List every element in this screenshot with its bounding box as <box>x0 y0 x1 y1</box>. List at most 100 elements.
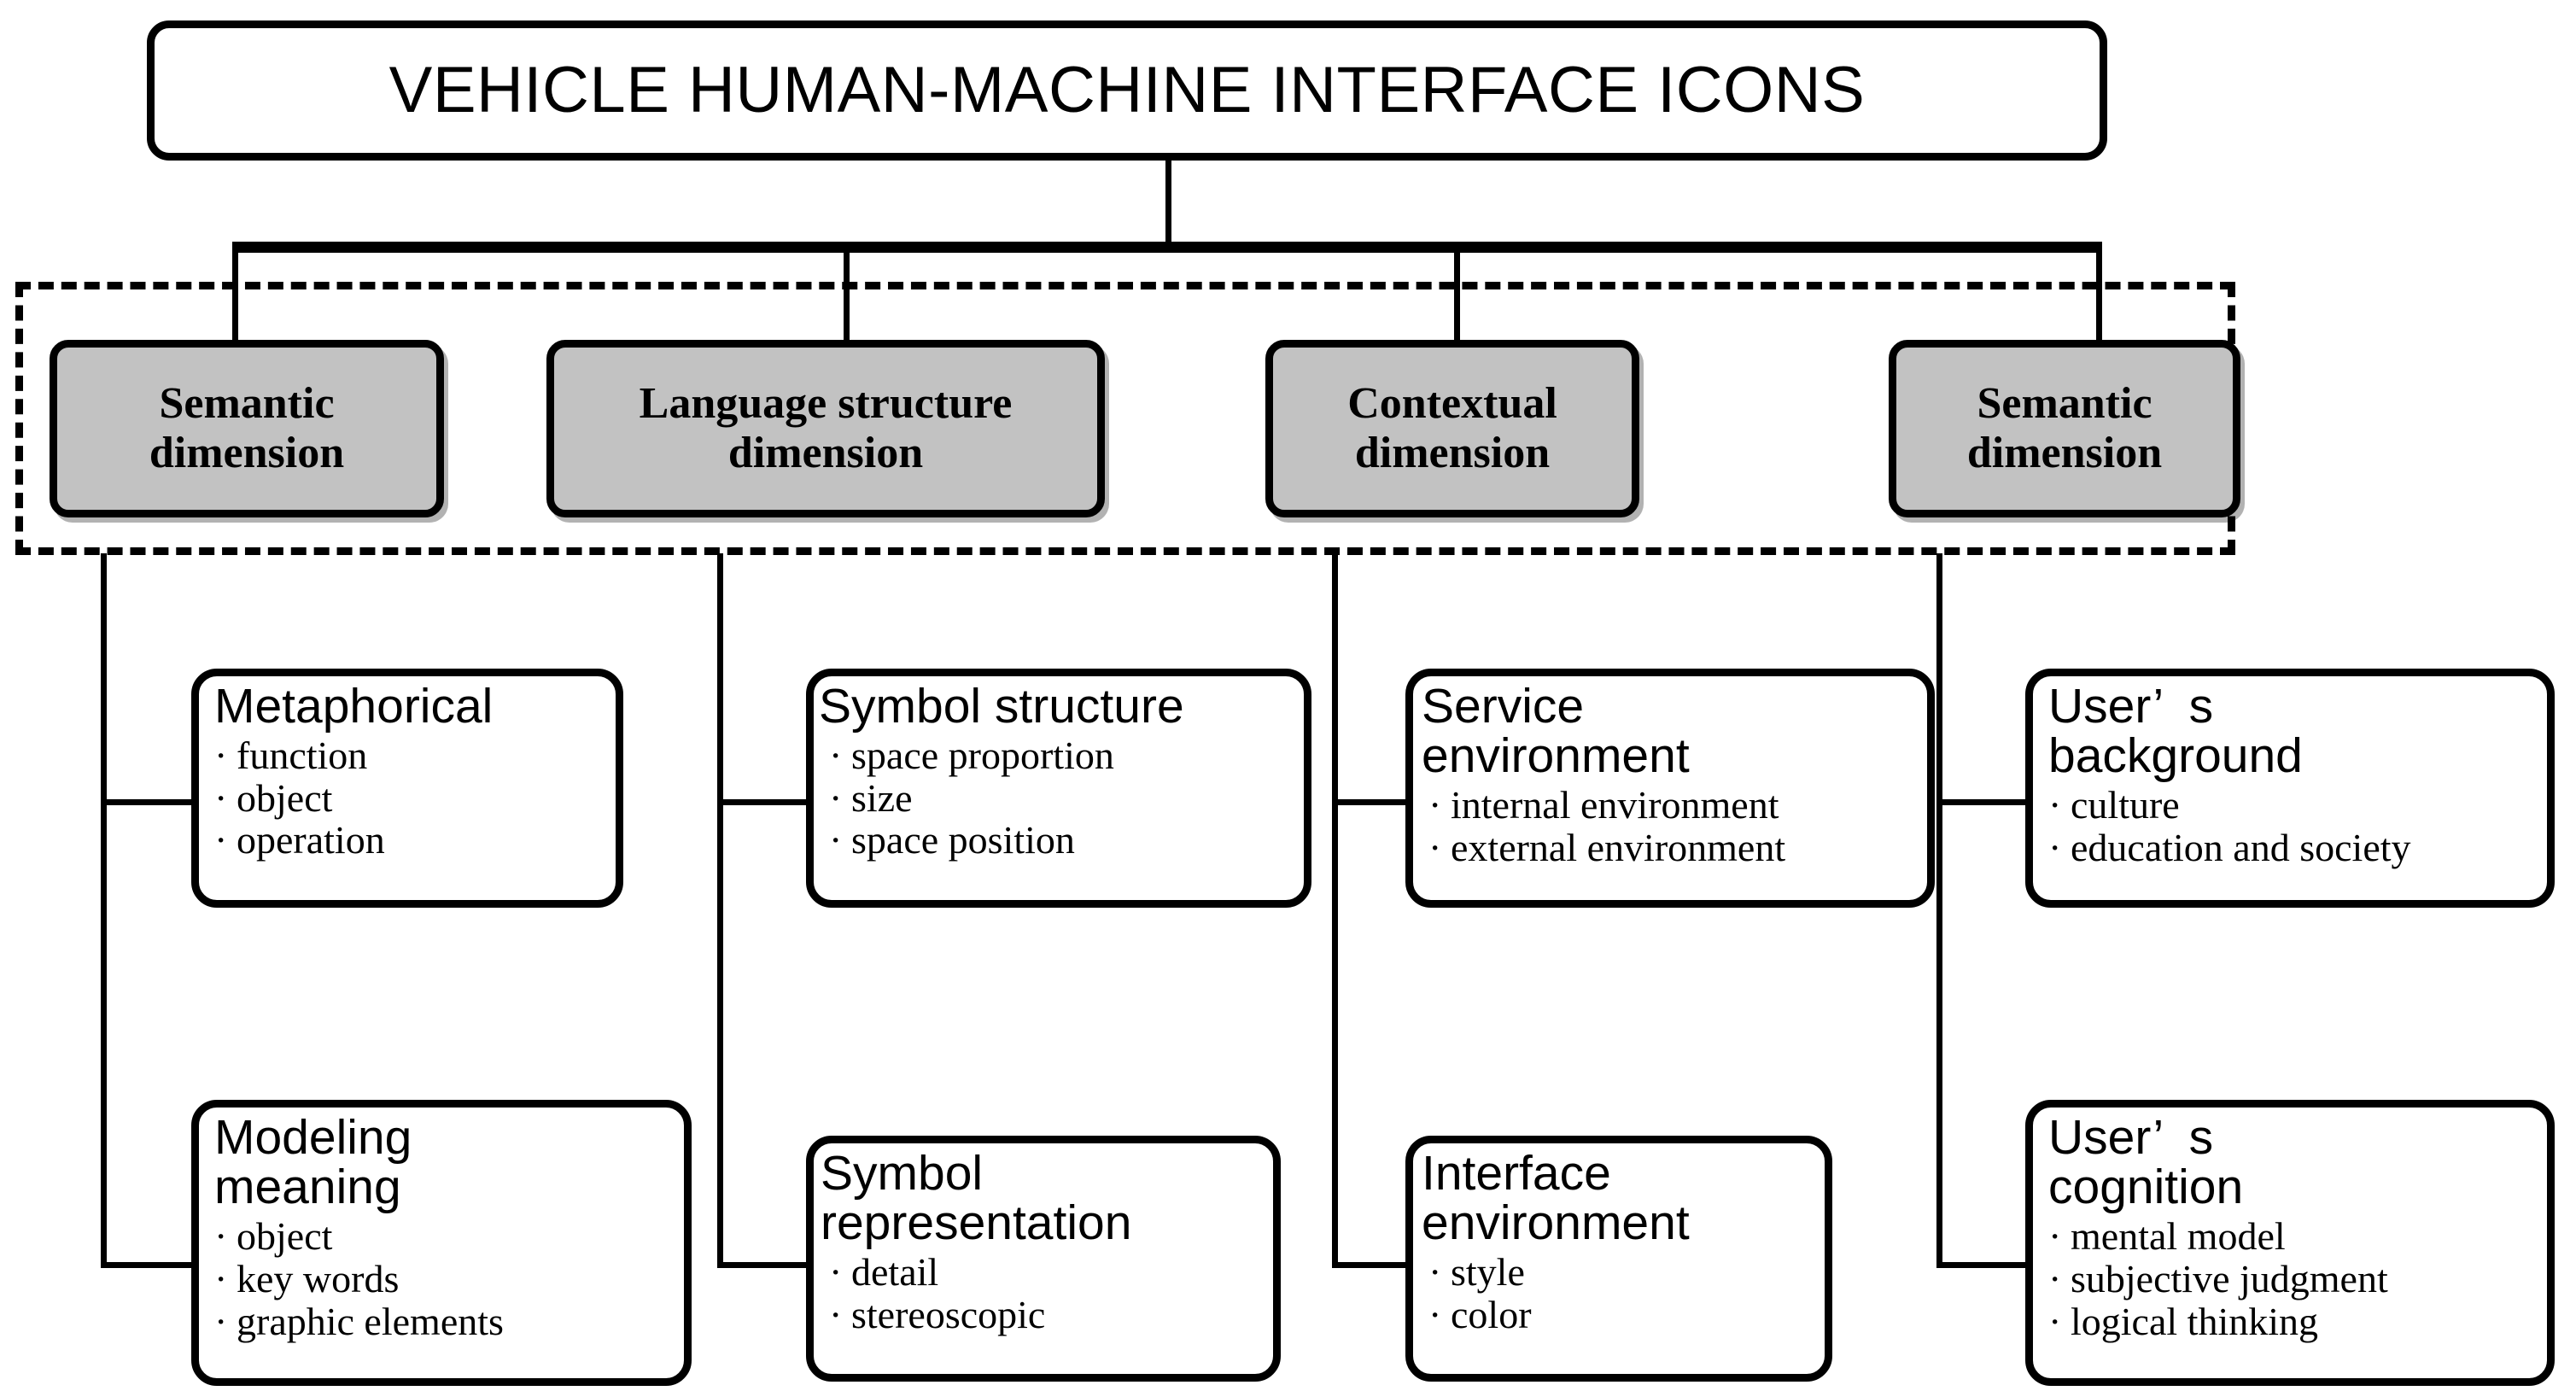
list-item: ·key words <box>214 1258 684 1300</box>
list-item: ·external environment <box>1428 827 1927 869</box>
bullet-dot-icon: · <box>214 818 228 862</box>
list-item-label: education and society <box>2071 825 2411 869</box>
bullet-dot-icon: · <box>2048 1299 2062 1343</box>
list-item: ·detail <box>829 1251 1273 1294</box>
list-item-label: object <box>237 1214 333 1259</box>
leaf-item-list: ·style ·color <box>1428 1251 1825 1335</box>
bullet-dot-icon: · <box>829 818 843 862</box>
leaf-title: Metaphorical <box>214 679 494 733</box>
list-item-label: external environment <box>1451 825 1786 869</box>
list-item: ·space proportion <box>829 734 1304 777</box>
list-item: ·subjective judgment <box>2048 1258 2547 1300</box>
branch-connector-3-service <box>1332 799 1428 805</box>
list-item-label: key words <box>237 1256 400 1300</box>
list-item: ·object <box>214 1215 684 1258</box>
bullet-dot-icon: · <box>2048 1214 2062 1259</box>
list-item: ·logical thinking <box>2048 1300 2547 1343</box>
bullet-dot-icon: · <box>2048 1256 2062 1300</box>
branch-connector-4-background <box>1936 799 2032 805</box>
list-item: ·style <box>1428 1251 1825 1294</box>
bullet-dot-icon: · <box>2048 825 2062 869</box>
branch-trunk-2 <box>717 553 723 1267</box>
leaf-title: Symbol structure <box>819 679 1184 733</box>
bullet-dot-icon: · <box>214 1299 228 1343</box>
branch-trunk-3 <box>1332 553 1338 1267</box>
bullet-dot-icon: · <box>829 1250 843 1295</box>
branch-trunk-4 <box>1936 553 1942 1267</box>
bullet-dot-icon: · <box>214 775 228 820</box>
list-item-label: logical thinking <box>2071 1299 2319 1343</box>
leaf-item-list: ·detail ·stereoscopic <box>829 1251 1273 1335</box>
bullet-dot-icon: · <box>1428 1292 1442 1336</box>
leaf-box-metaphorical[interactable]: Metaphorical ·function ·object ·operatio… <box>191 669 623 908</box>
leaf-box-symbol-structure[interactable]: Symbol structure ·space proportion ·size… <box>806 669 1311 908</box>
bus-drop-line-2 <box>844 242 850 344</box>
bus-drop-line-4 <box>2096 242 2102 344</box>
leaf-item-list: ·function ·object ·operation <box>214 734 616 862</box>
bullet-dot-icon: · <box>214 1214 228 1259</box>
list-item-label: operation <box>237 818 385 862</box>
root-stem-line <box>1165 161 1171 248</box>
list-item-label: mental model <box>2071 1214 2286 1259</box>
branch-connector-2-symbol-representation <box>717 1262 813 1268</box>
list-item-label: color <box>1451 1292 1532 1336</box>
list-item: ·operation <box>214 819 616 862</box>
bullet-dot-icon: · <box>1428 825 1442 869</box>
list-item: ·object <box>214 775 616 820</box>
list-item-label: space proportion <box>851 733 1114 778</box>
bus-drop-line-1 <box>232 242 238 344</box>
branch-trunk-1 <box>101 553 107 1267</box>
list-item: ·stereoscopic <box>829 1294 1273 1336</box>
list-item-label: function <box>237 733 368 778</box>
leaf-item-list: ·space proportion ·size ·space position <box>829 734 1304 862</box>
bullet-dot-icon: · <box>214 1256 228 1300</box>
list-item-label: subjective judgment <box>2071 1256 2388 1300</box>
leaf-item-list: ·internal environment ·external environm… <box>1428 784 1927 868</box>
bullet-dot-icon: · <box>214 733 228 778</box>
page-title: VEHICLE HUMAN-MACHINE INTERFACE ICONS <box>388 54 1866 126</box>
list-item-label: space position <box>851 818 1075 862</box>
list-item: ·color <box>1428 1294 1825 1336</box>
leaf-item-list: ·object ·key words ·graphic elements <box>214 1215 684 1342</box>
list-item-label: style <box>1451 1250 1525 1295</box>
branch-connector-3-interface <box>1332 1262 1428 1268</box>
list-item: ·function <box>214 734 616 777</box>
bullet-dot-icon: · <box>829 733 843 778</box>
bullet-dot-icon: · <box>2048 783 2062 827</box>
bullet-dot-icon: · <box>1428 783 1442 827</box>
list-item-label: internal environment <box>1451 783 1779 827</box>
list-item: ·culture <box>2048 784 2547 827</box>
list-item: ·education and society <box>2048 827 2547 869</box>
branch-connector-1-metaphorical <box>101 799 196 805</box>
leaf-item-list: ·culture ·education and society <box>2048 784 2547 868</box>
list-item-label: size <box>851 775 913 820</box>
list-item-label: graphic elements <box>237 1299 504 1343</box>
list-item: ·mental model <box>2048 1215 2547 1258</box>
branch-connector-4-cognition <box>1936 1262 2032 1268</box>
leaf-item-list: ·mental model ·subjective judgment ·logi… <box>2048 1215 2547 1342</box>
bullet-dot-icon: · <box>829 1292 843 1336</box>
main-bus-line <box>232 242 2102 253</box>
list-item-label: culture <box>2071 783 2180 827</box>
bullet-dot-icon: · <box>1428 1250 1442 1295</box>
list-item: ·graphic elements <box>214 1300 684 1343</box>
branch-connector-2-symbol-structure <box>717 799 813 805</box>
